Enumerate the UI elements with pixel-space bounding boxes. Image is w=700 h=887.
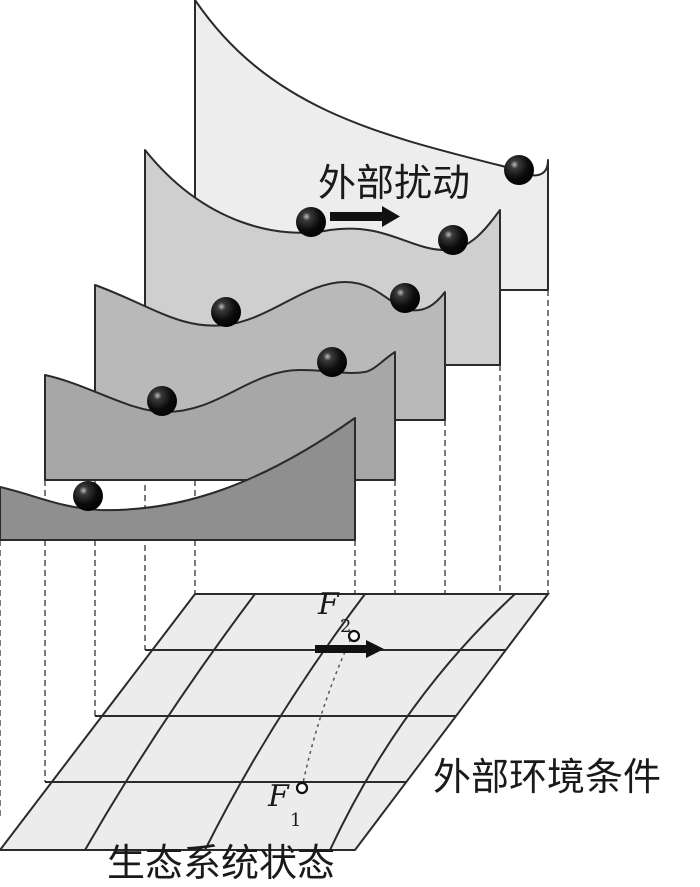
state-plane: F 1 F 2 (0, 587, 551, 851)
f1-subscript: 1 (290, 810, 301, 831)
ball-icon (504, 155, 534, 185)
disturbance-arrow-icon (330, 206, 400, 227)
f2-point (347, 629, 361, 643)
landscape-panel-1 (194, 0, 549, 291)
ball-icon (390, 283, 420, 313)
ball-icon (296, 207, 326, 237)
ball-icon (147, 386, 177, 416)
ball-icon (438, 225, 468, 255)
eco-state-label: 生态系统状态 (107, 841, 335, 885)
f2-label: F (317, 587, 340, 622)
plane-surface (0, 593, 551, 851)
ball-icon (73, 481, 103, 511)
f1-point (295, 781, 309, 795)
disturbance-label: 外部扰动 (318, 161, 470, 205)
plane-arrow-icon (315, 640, 384, 658)
env-conditions-label: 外部环境条件 (433, 755, 661, 799)
ball-icon (211, 297, 241, 327)
f1-label: F (267, 779, 290, 814)
ball-icon (317, 347, 347, 377)
balls (73, 155, 534, 511)
trajectory-path (301, 635, 353, 789)
f2-subscript: 2 (340, 616, 351, 637)
